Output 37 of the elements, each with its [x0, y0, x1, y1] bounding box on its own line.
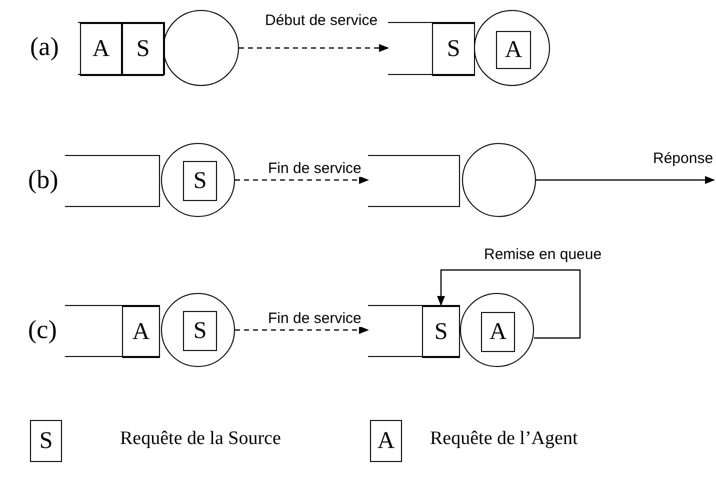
request-box: A	[481, 312, 515, 352]
queue-box	[78, 22, 165, 75]
queue-box	[65, 305, 160, 357]
request-box: A	[496, 31, 531, 69]
legend-request-box: S	[30, 420, 62, 462]
arrow	[235, 176, 369, 184]
server-circle	[163, 10, 239, 86]
request-box: A	[122, 306, 160, 358]
server-circle	[161, 143, 235, 217]
queue-box	[368, 305, 460, 357]
arrow	[437, 269, 581, 339]
row-label: (c)	[28, 315, 57, 345]
request-box: S	[422, 306, 460, 358]
request-box: A	[80, 23, 122, 76]
request-box: S	[432, 23, 475, 76]
arrow	[536, 176, 715, 184]
server-circle	[460, 293, 534, 367]
legend-text: Requête de la Source	[120, 428, 281, 450]
request-box: S	[183, 311, 217, 351]
server-circle	[462, 143, 536, 217]
queue-box	[368, 155, 460, 207]
edge-label: Réponse	[653, 150, 714, 167]
queue-box	[388, 22, 475, 75]
legend-text: Requête de l’Agent	[430, 428, 578, 450]
request-box: S	[122, 23, 164, 76]
row-label: (a)	[30, 32, 59, 62]
edge-label: Fin de service	[268, 310, 362, 327]
queue-box	[65, 155, 160, 207]
legend-request-box: A	[370, 420, 402, 462]
request-box: S	[183, 161, 217, 201]
row-label: (b)	[28, 165, 58, 195]
server-circle	[474, 10, 550, 86]
arrow	[235, 326, 369, 334]
edge-label: Remise en queue	[484, 246, 602, 263]
arrow	[239, 44, 389, 52]
server-circle	[161, 293, 235, 367]
edge-label: Fin de service	[268, 160, 362, 177]
